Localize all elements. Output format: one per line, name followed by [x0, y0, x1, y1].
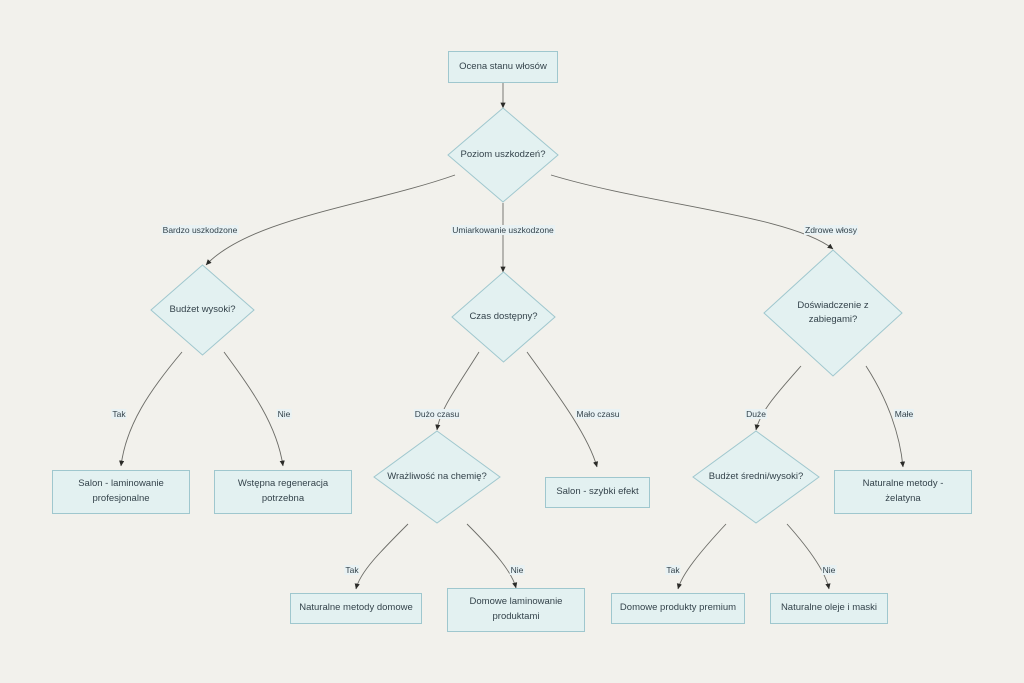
dom-lam-line2: produktami [492, 611, 540, 622]
node-wstepna-regeneracja-label: Wstępna regeneracja potrzebna [238, 477, 328, 506]
diamond-shape [763, 249, 903, 377]
node-naturalne-zelatyna-label: Naturalne metody - żelatyna [863, 477, 944, 506]
edge-wrazliwosc-laminowanie [466, 523, 518, 589]
node-start[interactable]: Ocena stanu włosów [448, 51, 558, 83]
node-naturalne-oleje-maski-label: Naturalne oleje i maski [780, 602, 878, 614]
diamond-shape [451, 271, 556, 363]
zelatyna-line1: Naturalne metody - [862, 478, 944, 490]
node-wrazliwosc-na-chemie-label: Wrażliwość na chemię? [387, 470, 487, 482]
node-budzet-wysoki[interactable]: Budżet wysoki? [150, 264, 255, 356]
edge-wrazliwosc-domowe [354, 523, 409, 590]
wstepna-line1: Wstępna regeneracja [237, 478, 329, 490]
salon-lam-line1: Salon - laminowanie [78, 478, 164, 490]
node-budzet-wysoki-label: Budżet wysoki? [169, 303, 236, 315]
edge-label-bardzo-uszkodzone: Bardzo uszkodzone [161, 225, 239, 235]
edge-label-zdrowe-wlosy: Zdrowe włosy [804, 225, 858, 235]
node-domowe-produkty-premium-label: Domowe produkty premium [619, 602, 737, 614]
edge-label-sredni-nie: Nie [821, 565, 837, 575]
node-doswiadczenie-zabiegami-label: Doświadczenie z zabiegami? [763, 249, 903, 377]
diamond-shape [373, 430, 501, 524]
edge-sredni-premium [676, 523, 727, 590]
node-budzet-sredni-wysoki-label: Budżet średni/wysoki? [708, 470, 804, 482]
dom-lam-line1: Domowe laminowanie [469, 596, 563, 608]
edge-label-sredni-tak: Tak [665, 565, 681, 575]
diamond-shape [447, 107, 559, 203]
node-start-label: Ocena stanu włosów [459, 60, 547, 72]
doswiadczenie-line2: zabiegami? [808, 314, 858, 325]
node-naturalne-zelatyna[interactable]: Naturalne metody - żelatyna [834, 470, 972, 514]
node-naturalne-metody-domowe[interactable]: Naturalne metody domowe [290, 593, 422, 624]
edge-label-umiarkowanie-uszkodzone: Umiarkowanie uszkodzone [451, 225, 555, 235]
node-poziom-uszkodzen[interactable]: Poziom uszkodzeń? [447, 107, 559, 203]
node-poziom-uszkodzen-label: Poziom uszkodzeń? [460, 148, 546, 160]
edge-label-budzet-tak: Tak [111, 409, 127, 419]
edge-budzet-salon [119, 351, 183, 467]
diamond-shape [692, 430, 820, 524]
node-czas-dostepny[interactable]: Czas dostępny? [451, 271, 556, 363]
edge-label-duzo-czasu: Dużo czasu [413, 409, 461, 419]
node-naturalne-oleje-maski[interactable]: Naturalne oleje i maski [770, 593, 888, 624]
node-domowe-produkty-premium[interactable]: Domowe produkty premium [611, 593, 745, 624]
edge-budzet-wstepna [223, 351, 285, 467]
node-salon-szybki-efekt-label: Salon - szybki efekt [556, 486, 639, 498]
diamond-shape [150, 264, 255, 356]
node-domowe-laminowanie-label: Domowe laminowanie produktami [470, 595, 563, 624]
doswiadczenie-line1: Doświadczenie z [797, 299, 869, 311]
edge-label-malo-czasu: Mało czasu [575, 409, 621, 419]
edge-poziom-doswiadczenie [550, 174, 834, 250]
edge-poziom-budzet [205, 174, 456, 266]
node-salon-laminowanie[interactable]: Salon - laminowanie profesjonalne [52, 470, 190, 514]
edge-label-duze: Duże [745, 409, 767, 419]
node-salon-szybki-efekt[interactable]: Salon - szybki efekt [545, 477, 650, 508]
salon-lam-line2: profesjonalne [92, 493, 150, 504]
node-naturalne-metody-domowe-label: Naturalne metody domowe [299, 602, 413, 614]
edge-sredni-oleje [786, 523, 831, 590]
edge-label-wrazliwosc-nie: Nie [509, 565, 525, 575]
node-wrazliwosc-na-chemie[interactable]: Wrażliwość na chemię? [373, 430, 501, 524]
edge-label-wrazliwosc-tak: Tak [344, 565, 360, 575]
wstepna-line2: potrzebna [261, 493, 305, 504]
node-salon-laminowanie-label: Salon - laminowanie profesjonalne [78, 477, 164, 506]
edge-label-male: Małe [893, 409, 915, 419]
zelatyna-line2: żelatyna [885, 493, 921, 504]
node-wstepna-regeneracja[interactable]: Wstępna regeneracja potrzebna [214, 470, 352, 514]
node-doswiadczenie-zabiegami[interactable]: Doświadczenie z zabiegami? [763, 249, 903, 377]
node-budzet-sredni-wysoki[interactable]: Budżet średni/wysoki? [692, 430, 820, 524]
edge-label-budzet-nie: Nie [276, 409, 292, 419]
node-domowe-laminowanie[interactable]: Domowe laminowanie produktami [447, 588, 585, 632]
node-czas-dostepny-label: Czas dostępny? [469, 310, 538, 322]
